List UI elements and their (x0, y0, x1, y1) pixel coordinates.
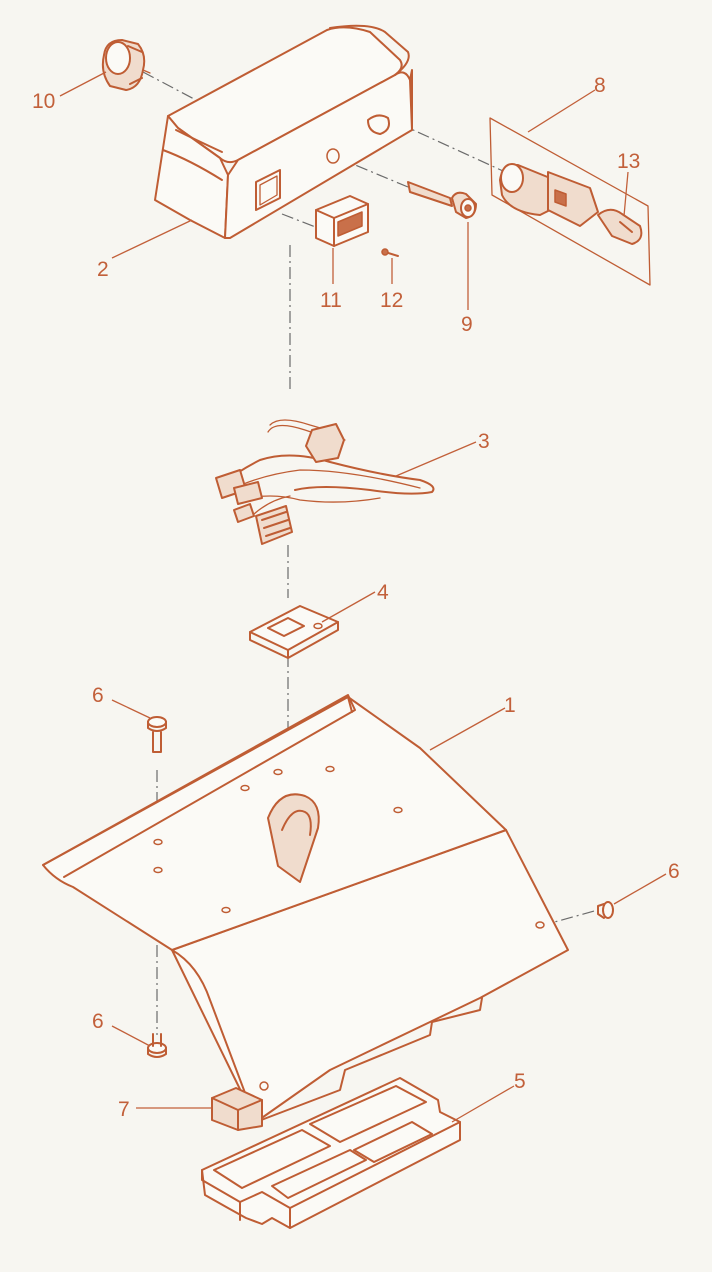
callout-labels: 10 2 8 13 9 11 12 3 4 6 1 6 6 7 5 (32, 74, 680, 1121)
part-10-knob (101, 39, 151, 91)
part-2-cover-box (154, 24, 413, 239)
part-6-bolt-side (597, 901, 614, 919)
callout-2: 2 (97, 258, 109, 281)
callout-8: 8 (594, 74, 606, 97)
part-5-base-tray (201, 1077, 461, 1229)
callout-9: 9 (461, 313, 473, 336)
callout-4: 4 (377, 581, 389, 604)
callout-6-top: 6 (92, 684, 104, 707)
part-8-ignition-assembly (489, 117, 651, 286)
part-7-pad (211, 1087, 263, 1131)
callout-7: 7 (118, 1098, 130, 1121)
part-6-bolt-bottom (147, 1033, 167, 1058)
callout-11: 11 (320, 289, 342, 312)
callout-10: 10 (32, 90, 55, 113)
part-13-key (597, 208, 643, 245)
callout-1: 1 (504, 694, 516, 717)
part-4-grommet-plate (249, 605, 339, 659)
part-3-wire-harness (215, 419, 435, 545)
part-11-rocker-switch (315, 195, 369, 247)
callout-5: 5 (514, 1070, 526, 1093)
callout-3: 3 (478, 430, 490, 453)
leader-lines (59, 71, 667, 1123)
part-6-bolt-top (147, 716, 167, 753)
part-1-mounting-plate (42, 694, 569, 1123)
part-9-lamp-socket (407, 181, 477, 219)
callout-12: 12 (380, 289, 403, 312)
callout-6-side: 6 (668, 860, 680, 883)
part-12-screw (381, 248, 399, 257)
callout-13: 13 (617, 150, 640, 173)
callout-6-bottom: 6 (92, 1010, 104, 1033)
